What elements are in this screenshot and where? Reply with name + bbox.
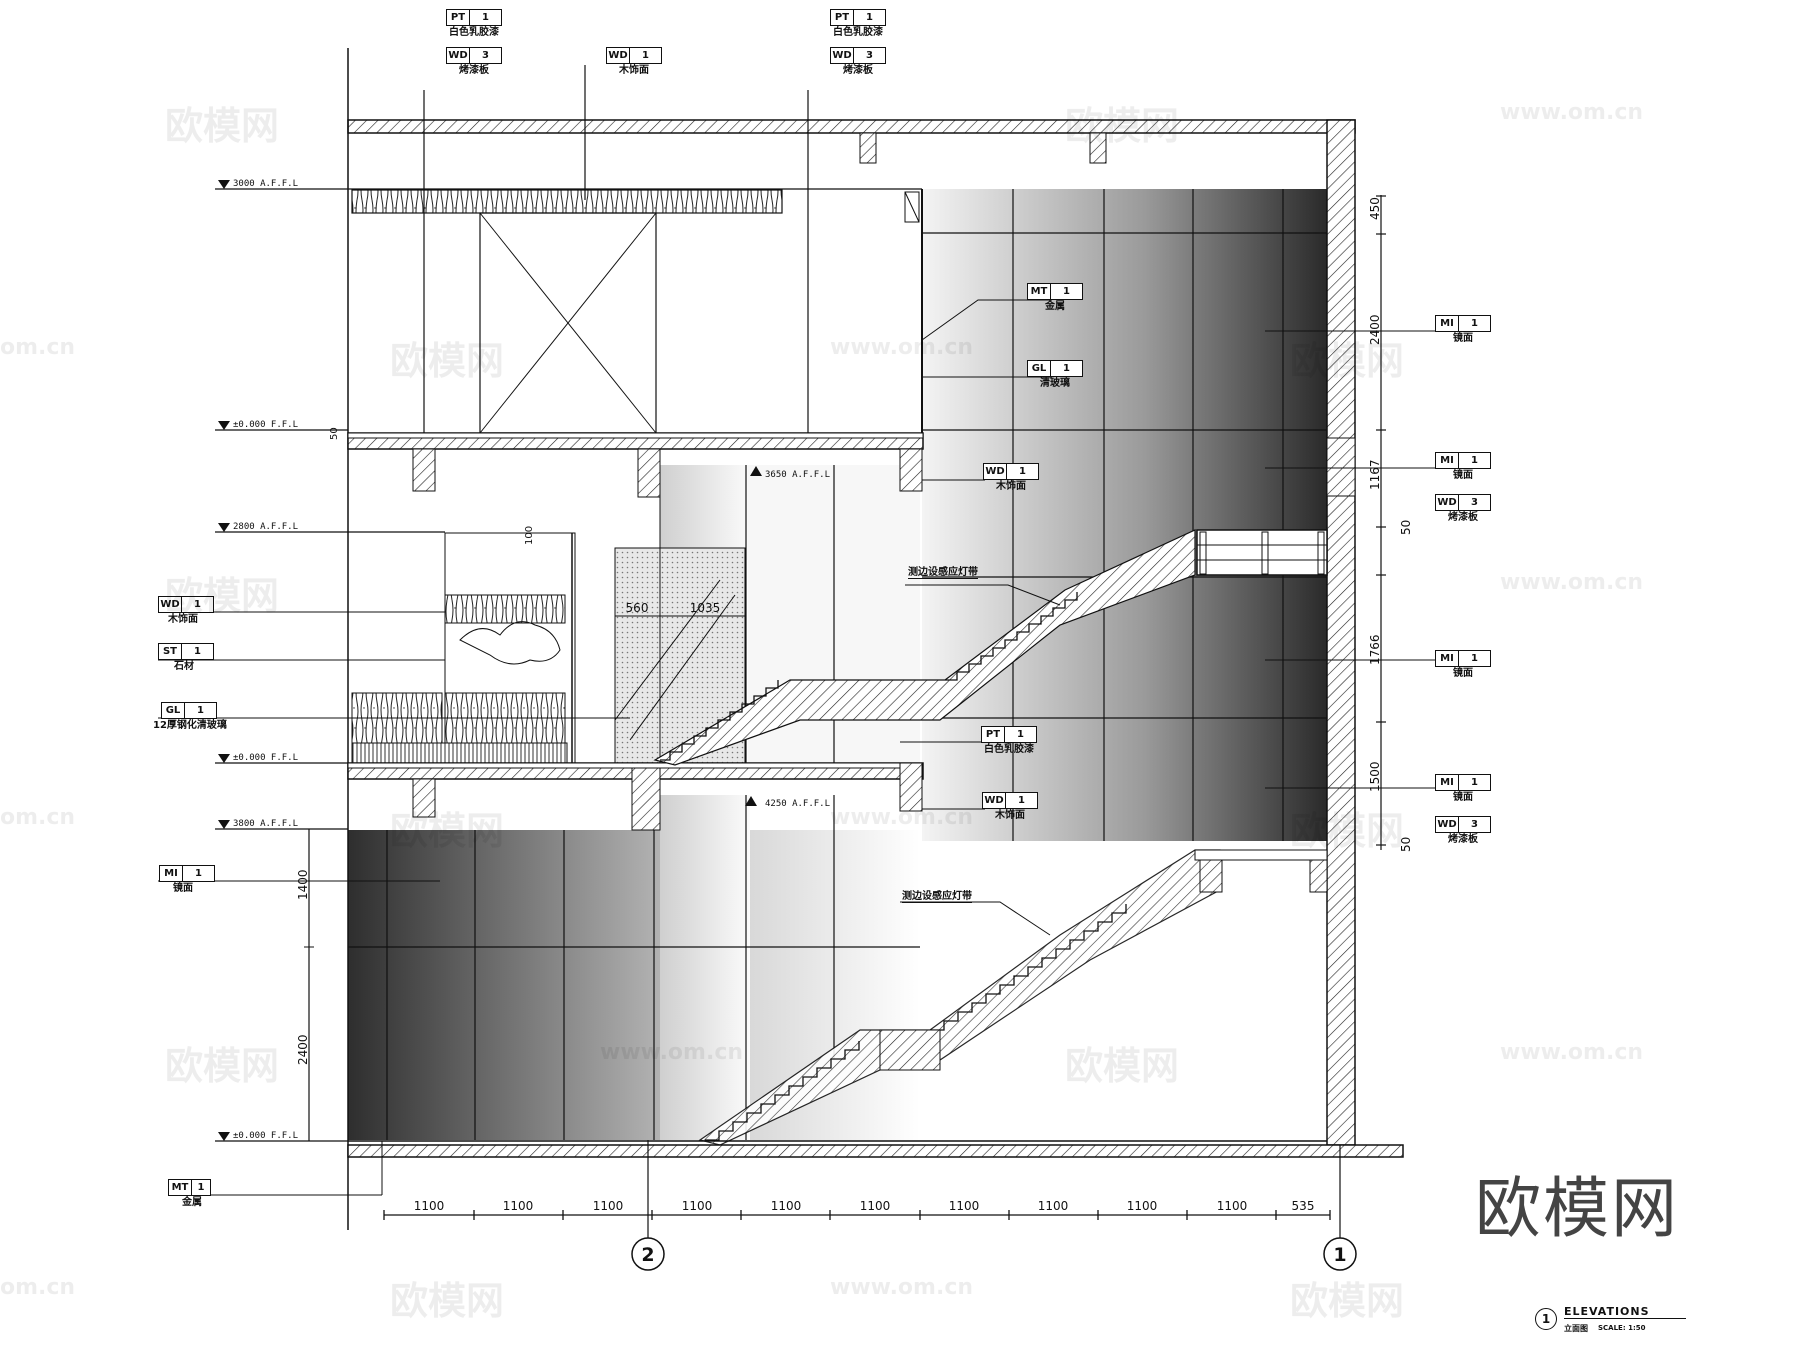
level-label: 2800 A.F.F.L [233,522,298,532]
watermark-url: www.om.cn [600,1040,744,1065]
dim-right: 1167 [1368,459,1382,490]
inner-level-label: 3650 A.F.F.L [765,470,830,480]
watermark-url: www.om.cn [830,805,974,830]
dim-left: 1400 [296,869,310,900]
watermark-url: om.cn [0,335,76,360]
dim-right: 50 [1399,837,1413,852]
dim-bottom: 1100 [593,1199,624,1213]
watermark-url: om.cn [0,1275,76,1300]
watermark-logo: 欧模网 [1475,1170,1679,1247]
dim-left: 50 [329,427,340,440]
inner-level-label: 4250 A.F.F.L [765,799,830,809]
dim-right: 1766 [1368,634,1382,665]
dim-right: 450 [1368,197,1382,220]
watermark: 欧模网 [165,1044,280,1088]
grid-axis-label: 1 [1333,1244,1346,1266]
watermark: 欧模网 [1290,809,1405,853]
watermark: 欧模网 [165,104,280,148]
title-scale: SCALE: 1:50 [1598,1324,1646,1332]
dim-inner: 560 [626,601,649,615]
dim-right: 50 [1399,520,1413,535]
level-label: ±0.000 F.F.L [233,1131,298,1141]
grid-axis-label: 2 [641,1244,654,1266]
dim-bottom: 1100 [414,1199,445,1213]
dim-bottom: 535 [1292,1199,1315,1213]
level-label: ±0.000 F.F.L [233,753,298,763]
dim-bottom: 1100 [771,1199,802,1213]
dim-bottom: 1100 [682,1199,713,1213]
watermark: 欧模网 [1290,339,1405,383]
led-strip-note: 测边设感应灯带 [908,563,978,579]
dim-bottom: 1100 [503,1199,534,1213]
watermark: 欧模网 [390,1279,505,1323]
watermark-url: www.om.cn [830,335,974,360]
level-label: 3800 A.F.F.L [233,819,298,829]
dim-right: 1500 [1368,761,1382,792]
watermark-url: www.om.cn [1500,100,1644,125]
watermark: 欧模网 [390,339,505,383]
dim-bottom: 1100 [1038,1199,1069,1213]
watermark-url: om.cn [0,805,76,830]
watermark: 欧模网 [1290,1279,1405,1323]
watermark-url: www.om.cn [830,1275,974,1300]
dim-left: 2400 [296,1034,310,1065]
dim-right: 2400 [1368,314,1382,345]
grid-axis-2 [631,1237,665,1271]
watermark: 欧模网 [390,809,505,853]
watermark-url: www.om.cn [1500,1040,1644,1065]
dim-inner: 1035 [690,601,721,615]
watermark: 欧模网 [1065,1044,1180,1088]
dim-bottom: 1100 [1127,1199,1158,1213]
watermark: 欧模网 [1065,104,1180,148]
watermark: 欧模网 [165,574,280,618]
dim-left: 100 [524,526,535,545]
level-label: 3000 A.F.F.L [233,179,298,189]
level-label: ±0.000 F.F.L [233,420,298,430]
led-strip-note: 测边设感应灯带 [902,887,972,903]
dim-bottom: 1100 [1217,1199,1248,1213]
dim-bottom: 1100 [860,1199,891,1213]
watermark-url: www.om.cn [1500,570,1644,595]
title-number: 1 [1535,1308,1557,1330]
grid-axis-1 [1323,1237,1357,1271]
title-name: ELEVATIONS [1564,1305,1686,1319]
dim-bottom: 1100 [949,1199,980,1213]
title-subtitle: 立面图 [1564,1324,1588,1333]
